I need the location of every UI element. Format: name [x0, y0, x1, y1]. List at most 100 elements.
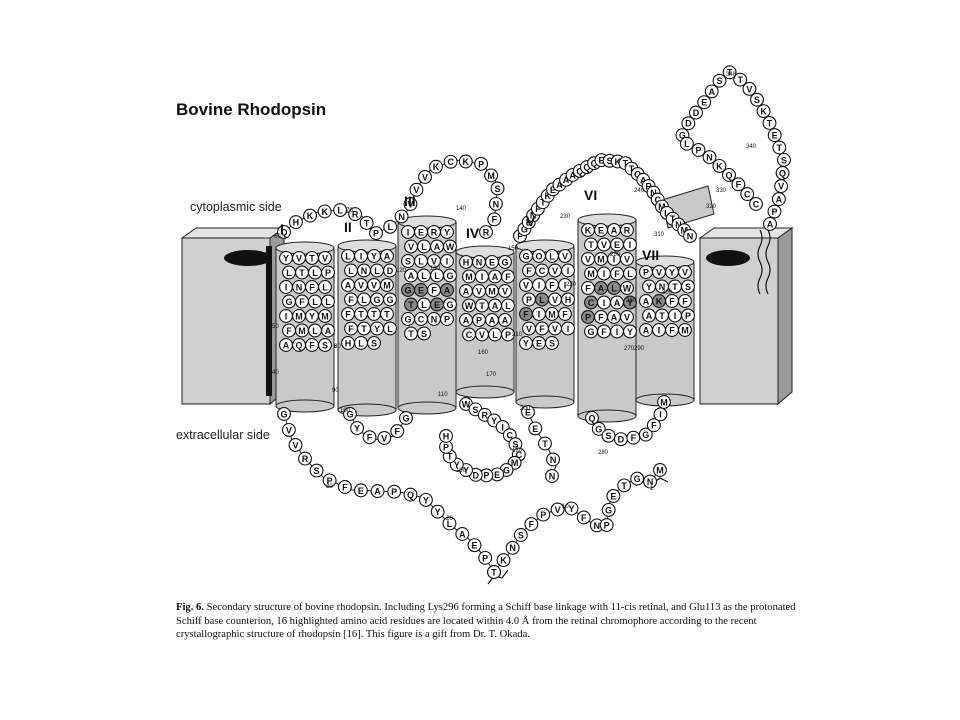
residue: T — [487, 565, 501, 579]
residue-letter: C — [539, 266, 546, 276]
residue: L — [341, 249, 355, 263]
residue: K — [317, 204, 332, 219]
residue: A — [279, 338, 293, 352]
residue-circle — [440, 312, 454, 326]
residue-letter: V — [656, 267, 662, 277]
residue-letter: T — [447, 452, 453, 462]
residue: V — [548, 263, 562, 278]
residue-letter: V — [358, 280, 364, 290]
residue-letter: I — [567, 266, 570, 276]
residue-letter: V — [624, 312, 630, 322]
residue-letter: G — [404, 314, 411, 324]
residue: L — [679, 136, 694, 151]
residue: P — [681, 308, 695, 323]
residue-letter: E — [434, 300, 440, 310]
residue-circle — [321, 294, 335, 309]
residue-letter: A — [345, 280, 352, 290]
residue-circle — [370, 484, 385, 499]
cytoplasmic-side-label: cytoplasmic side — [190, 200, 282, 214]
residue-letter: P — [540, 510, 546, 520]
residue: V — [354, 278, 368, 292]
residue-letter: G — [386, 295, 393, 305]
residue: V — [427, 254, 441, 268]
residue: P — [369, 226, 384, 241]
residue: S — [318, 338, 332, 352]
helix-top-cap — [275, 241, 335, 255]
residue: V — [548, 321, 562, 336]
residue-letter: N — [594, 521, 601, 531]
residue-letter: L — [418, 256, 424, 266]
residue-circle — [318, 251, 332, 265]
residue: T — [359, 216, 374, 230]
residue-letter: P — [482, 553, 488, 563]
residue: L — [442, 516, 457, 531]
residue-letter: T — [767, 118, 773, 128]
residue: L — [417, 297, 431, 312]
residue-circle — [681, 116, 696, 131]
residue-letter: Q — [576, 166, 583, 176]
residue-circle — [498, 255, 512, 269]
residue-letter: M — [658, 202, 666, 212]
residue: V — [288, 438, 303, 452]
residue-letter: F — [581, 513, 587, 523]
residue: M — [678, 323, 692, 337]
residue-circle — [484, 168, 499, 183]
highlighted-residue: A — [594, 281, 608, 295]
residue-letter: Y — [354, 423, 360, 433]
residue: F — [731, 177, 746, 192]
residue-letter: R — [352, 210, 359, 220]
residue: C — [740, 187, 755, 202]
residue-letter: F — [614, 269, 620, 279]
residue: R — [348, 207, 363, 222]
residue: P — [478, 550, 493, 565]
residue-circle — [317, 204, 332, 219]
residue-circle — [409, 182, 424, 197]
residue-letter: E — [489, 257, 495, 267]
residue-letter: S — [606, 431, 612, 441]
residue-letter: P — [505, 330, 511, 340]
residue: F — [427, 283, 441, 297]
highlighted-residue: L — [535, 292, 549, 307]
residue-letter: T — [479, 301, 485, 311]
residue: T — [354, 307, 368, 321]
residue: T — [367, 307, 381, 321]
palmitoyl-chain-2 — [765, 229, 771, 295]
residue-letter: Y — [669, 267, 675, 277]
residue-letter: A — [502, 315, 509, 325]
residue: F — [282, 323, 296, 338]
residue: I — [561, 321, 575, 336]
residue-letter: L — [312, 297, 318, 307]
residue-letter: V — [413, 185, 419, 195]
membrane-hole-right — [706, 250, 750, 266]
residue-circle — [742, 81, 757, 96]
residue-letter: H — [293, 217, 300, 227]
residue: F — [576, 510, 591, 525]
residue-letter: F — [299, 297, 305, 307]
residue-circle — [359, 216, 374, 230]
residue-circle — [678, 323, 692, 337]
residue: G — [591, 421, 606, 436]
residue-letter: V — [526, 324, 532, 334]
residue: P — [321, 265, 335, 280]
residue: T — [475, 298, 489, 313]
residue-letter: M — [548, 309, 556, 319]
residue-number: 310 — [654, 232, 665, 238]
residue: Y — [623, 324, 637, 339]
residue-letter: V — [381, 433, 387, 443]
residue-letter: P — [771, 207, 777, 217]
residue: P — [440, 312, 454, 326]
residue: F — [665, 323, 679, 337]
residue-circle — [488, 196, 503, 211]
residue-letter: T — [623, 159, 629, 169]
residue: S — [367, 336, 381, 350]
residue-circle — [362, 430, 377, 445]
residue: L — [357, 292, 371, 307]
residue-letter: N — [647, 477, 654, 487]
residue-letter: F — [309, 340, 315, 350]
residue-letter: N — [509, 543, 516, 553]
residue-letter: V — [422, 172, 428, 182]
residue: M — [380, 278, 394, 292]
residue: F — [597, 324, 611, 339]
residue-letter: F — [651, 421, 657, 431]
